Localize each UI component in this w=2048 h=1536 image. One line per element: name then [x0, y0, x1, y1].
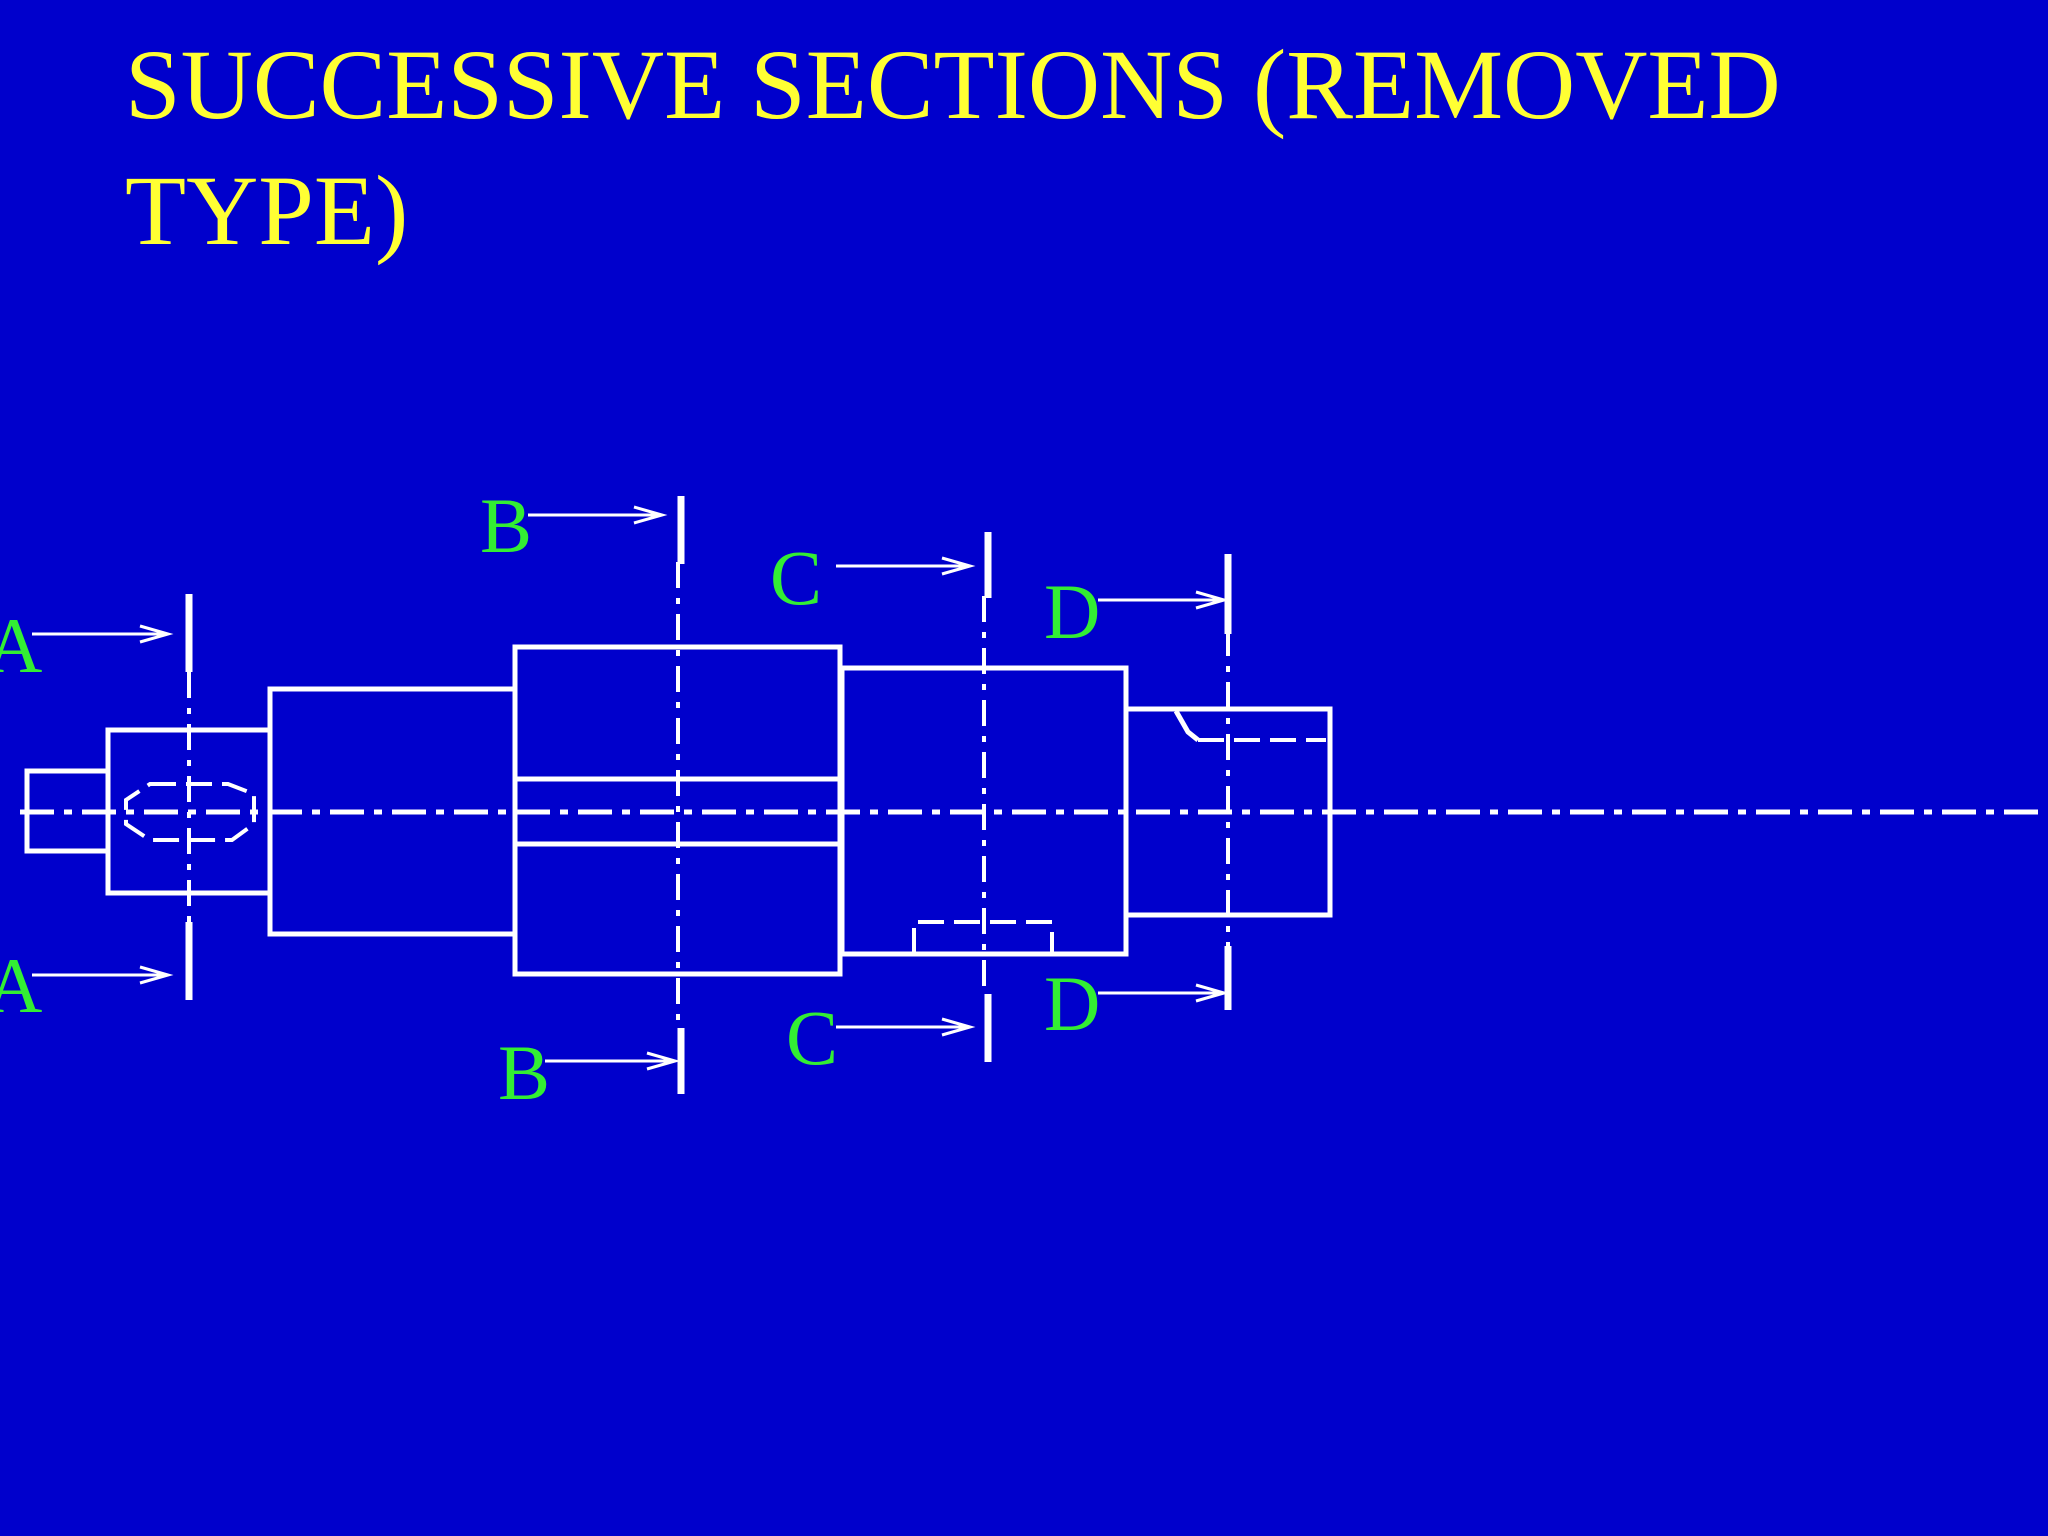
cutting-plane-a: A A — [0, 594, 193, 1029]
label-a-top: A — [0, 602, 42, 689]
arrow-c-bottom-head — [941, 1017, 976, 1037]
hidden-slot — [124, 782, 256, 842]
chamfer-edge — [1173, 709, 1200, 742]
label-b-bottom: B — [498, 1029, 550, 1116]
arrow-a-bottom-head — [139, 965, 174, 985]
cutting-plane-b: B B — [480, 482, 685, 1116]
label-c-top: C — [770, 534, 822, 621]
hidden-features — [124, 738, 1326, 954]
cutting-plane-d: D D — [1044, 554, 1232, 1047]
label-d-top: D — [1044, 568, 1100, 655]
arrow-c-top-head — [941, 556, 976, 576]
label-c-bottom: C — [786, 994, 838, 1081]
label-d-bottom: D — [1044, 960, 1100, 1047]
label-a-bottom: A — [0, 942, 42, 1029]
slide-title: SUCCESSIVE SECTIONS (REMOVED TYPE) — [125, 29, 1781, 266]
arrow-d-top-head — [1195, 590, 1230, 610]
arrow-a-top-head — [139, 624, 174, 644]
arrow-d-bottom-head — [1195, 983, 1230, 1003]
label-b-top: B — [480, 482, 532, 569]
arrow-b-top-head — [633, 505, 668, 525]
hidden-keyseat-left — [912, 920, 1054, 954]
cutting-plane-c: C C — [770, 532, 992, 1081]
arrow-b-bottom-head — [646, 1051, 681, 1071]
